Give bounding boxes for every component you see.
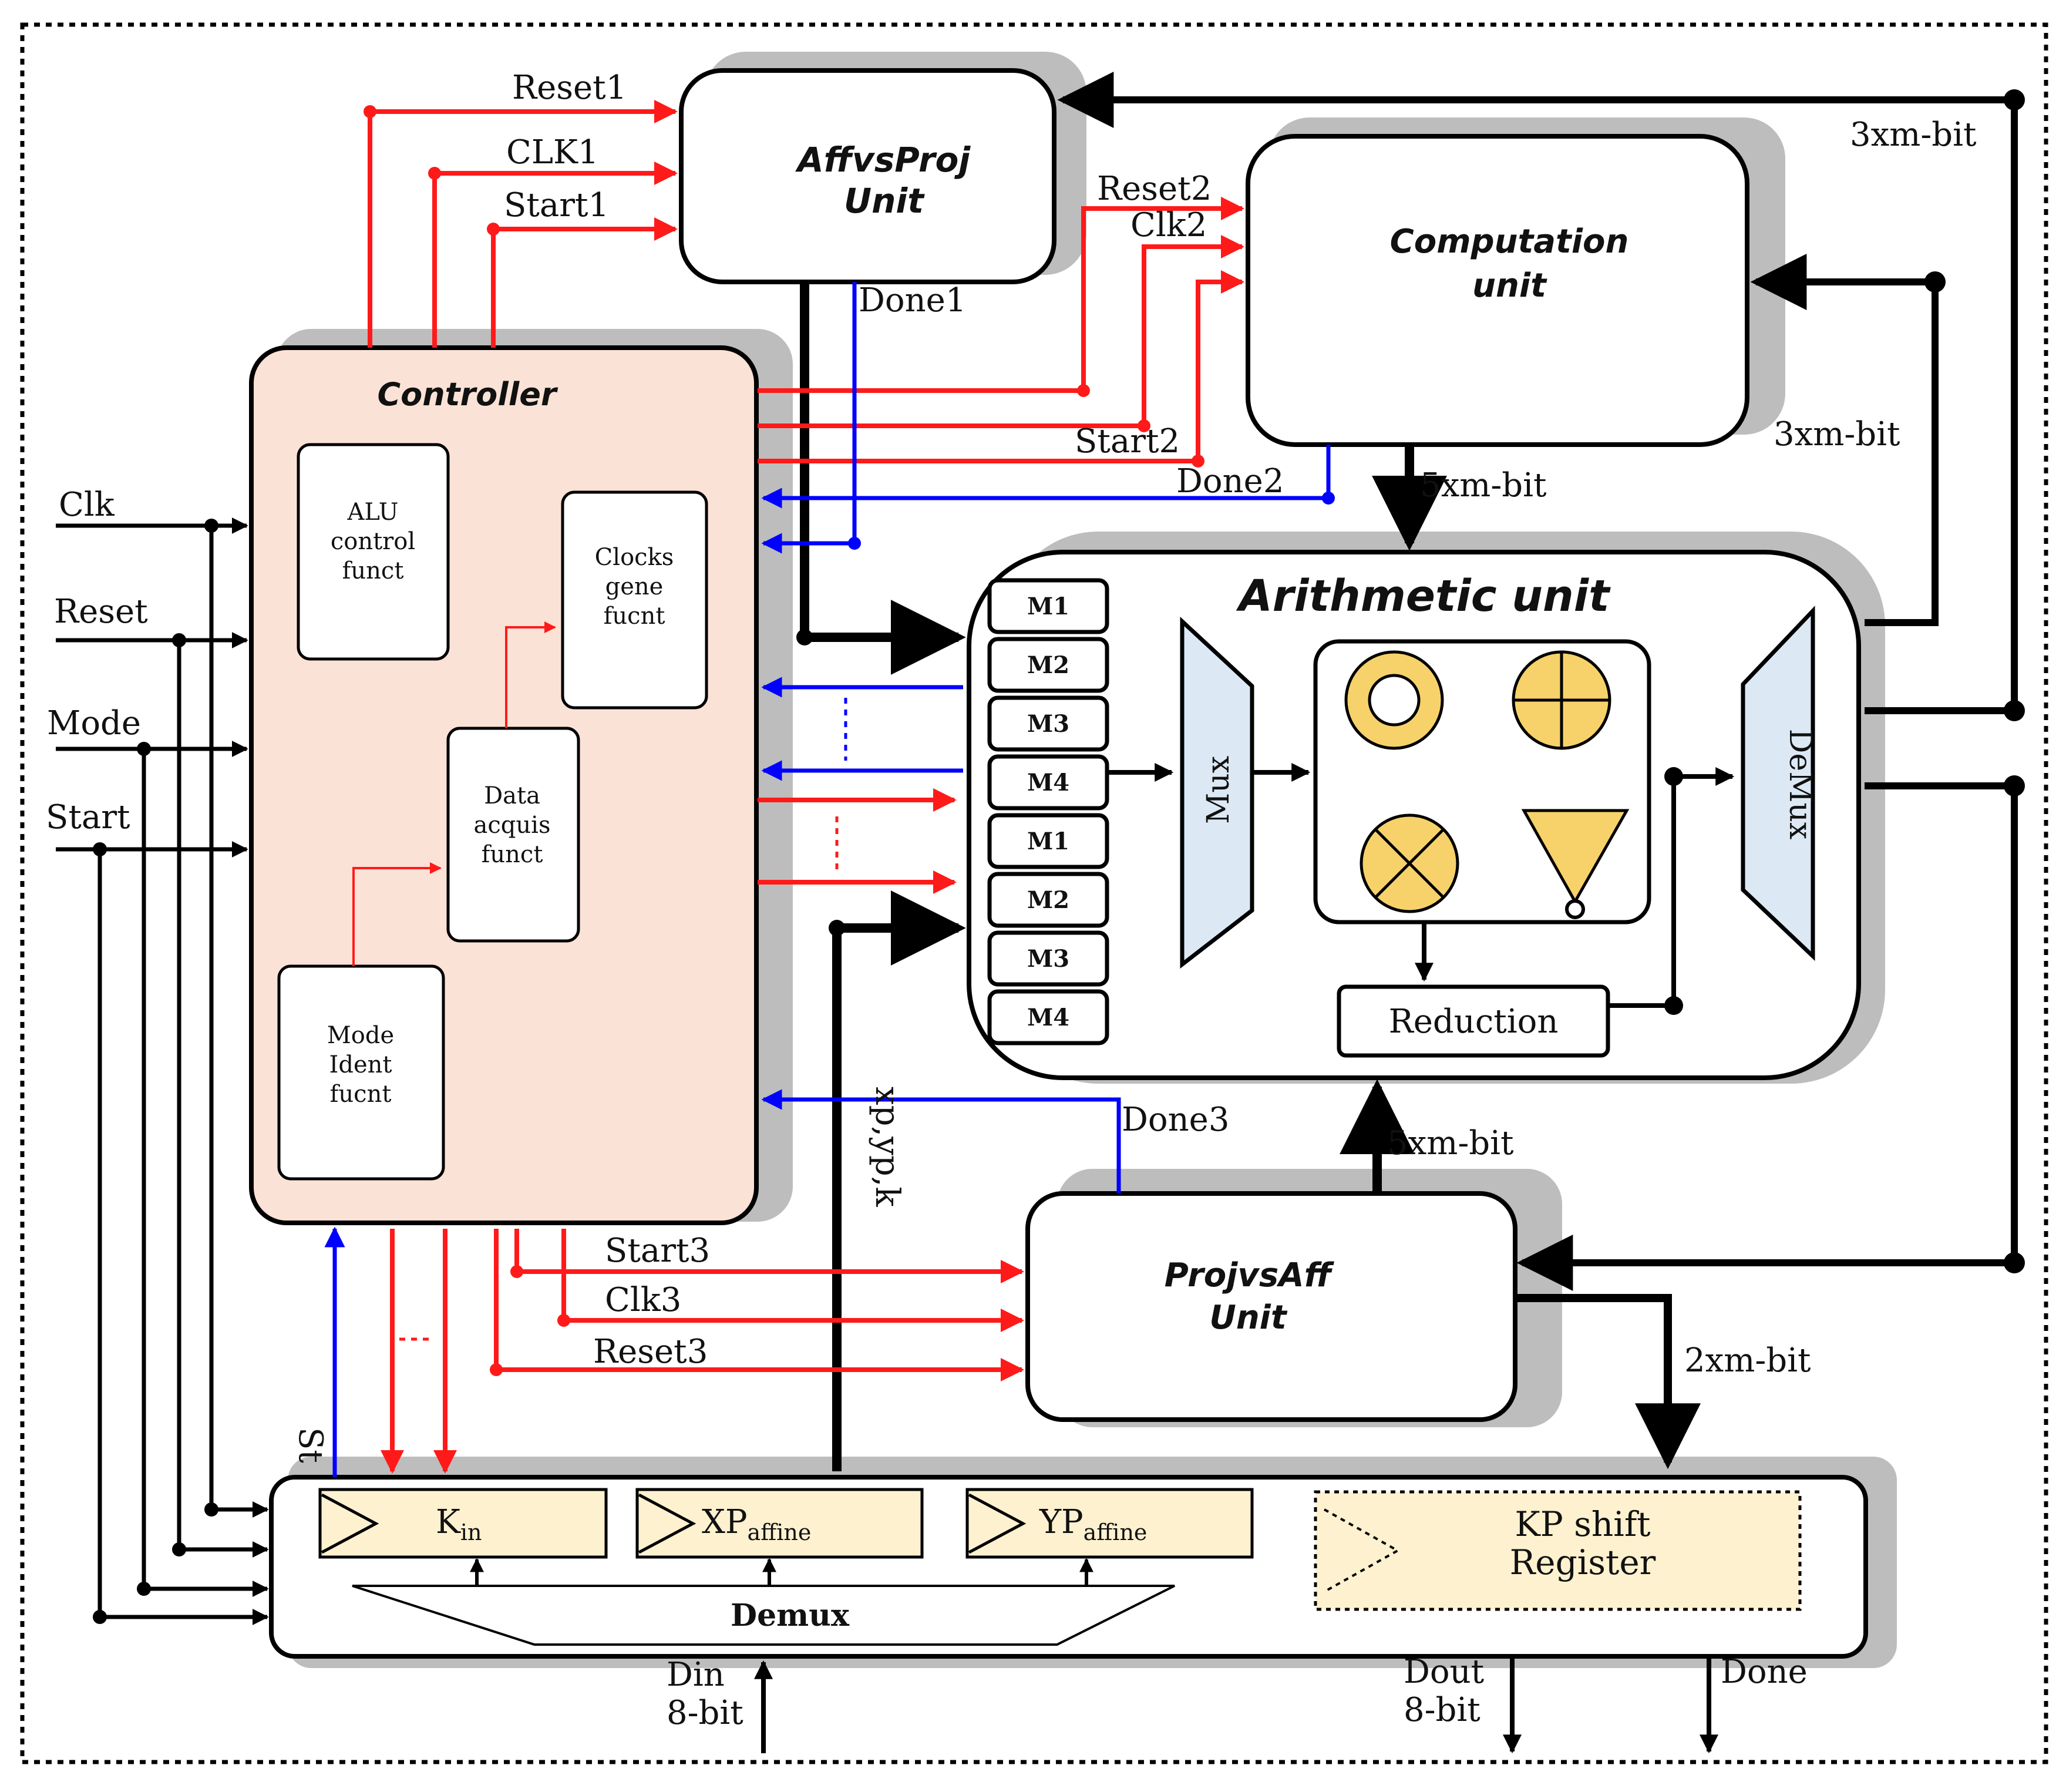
- reduction-block: [1337, 984, 1610, 1058]
- affvsproj-title-1: AffvsProj: [795, 140, 971, 180]
- clk3-label: Clk3: [605, 1281, 681, 1319]
- demux-trapezoid: [1741, 606, 1815, 961]
- computation-title-1: Computation: [1390, 223, 1629, 261]
- blue-junctions: [848, 492, 1335, 550]
- register-label: M3: [1027, 945, 1069, 973]
- bus-3xm-top-label: 3xm-bit: [1850, 116, 1977, 154]
- clocks-line1: Clocks: [595, 544, 674, 571]
- register-label: M1: [1027, 828, 1069, 855]
- alu-line3: funct: [342, 557, 404, 584]
- mode-input-label: Mode: [47, 704, 141, 742]
- black-junctions: [93, 89, 2025, 1624]
- demux-arrows: [470, 1558, 1093, 1586]
- data-line3: funct: [482, 841, 543, 868]
- controller-internal-arrows: [352, 621, 556, 966]
- computation-title-2: unit: [1472, 267, 1547, 305]
- reduction-label: Reduction: [1389, 1003, 1559, 1041]
- affvsproj-unit: [679, 68, 1056, 284]
- kp-shift-line1: KP shift: [1515, 1504, 1650, 1544]
- demux-bottom-trapezoid: [352, 1585, 1175, 1646]
- xpypk-label: xp,yp,k: [868, 1087, 906, 1208]
- clk1-label: CLK1: [506, 133, 599, 172]
- register-label: M2: [1027, 651, 1069, 679]
- reset1-label: Reset1: [512, 69, 627, 107]
- yp-register: [965, 1488, 1254, 1559]
- mode-ident-block: [277, 964, 445, 1181]
- done-output-label: Done: [1721, 1653, 1808, 1691]
- projvsaff-title-1: ProjvsAff: [1165, 1256, 1335, 1295]
- done3-label: Done3: [1122, 1101, 1229, 1139]
- affvsproj-title-2: Unit: [844, 181, 925, 221]
- start-input-label: Start: [46, 798, 130, 836]
- reset2-label: Reset2: [1097, 170, 1212, 208]
- kin-label: Kin: [436, 1503, 482, 1545]
- alu-line2: control: [331, 528, 415, 555]
- bus-2xm-label: 2xm-bit: [1684, 1342, 1811, 1380]
- start3-label: Start3: [605, 1232, 710, 1270]
- mux-label: Mux: [1201, 756, 1236, 824]
- register-label: M3: [1027, 710, 1069, 738]
- computation-unit: [1246, 134, 1749, 447]
- alu-line1: ALU: [347, 499, 399, 526]
- data-line2: acquis: [474, 812, 551, 839]
- clocks-line3: fucnt: [604, 603, 665, 630]
- kp-shift-line2: Register: [1510, 1542, 1656, 1582]
- mode-line3: fucnt: [330, 1081, 392, 1108]
- xp-register: [635, 1488, 924, 1559]
- xp-label: XPaffine: [702, 1503, 811, 1545]
- cross-op-icon: [1360, 813, 1459, 913]
- register-label: M1: [1027, 593, 1069, 620]
- clk2-label: Clk2: [1130, 206, 1207, 244]
- circle-op-icon: [1344, 650, 1444, 750]
- mode-line1: Mode: [327, 1022, 394, 1049]
- mode-line2: Ident: [329, 1051, 392, 1078]
- reset-input-label: Reset: [54, 593, 148, 631]
- register-stack: [987, 578, 1109, 1045]
- din-width-label: 8-bit: [667, 1694, 743, 1732]
- bus-3xm-right-label: 3xm-bit: [1774, 415, 1900, 453]
- register-label: M4: [1027, 1004, 1069, 1031]
- done1-label: Done1: [859, 281, 966, 320]
- st-label: St: [291, 1427, 329, 1463]
- clk-input-label: Clk: [59, 486, 115, 524]
- clocks-line2: gene: [605, 573, 664, 600]
- din-label: Din: [667, 1656, 725, 1694]
- kin-register: [318, 1488, 608, 1559]
- red-dotted-markers: [399, 816, 839, 1341]
- plus-op-icon: [1512, 650, 1611, 750]
- clocks-gen-block: [561, 490, 708, 710]
- start1-label: Start1: [504, 186, 609, 224]
- bus-5xm-top-label: 5xm-bit: [1420, 466, 1547, 505]
- alu-control-block: [297, 443, 450, 661]
- data-acquis-block: [446, 727, 580, 943]
- arithmetic-title: Arithmetic unit: [1236, 571, 1611, 621]
- triangle-op-icon: [1521, 809, 1630, 919]
- reset3-label: Reset3: [593, 1333, 708, 1371]
- dout-label: Dout: [1404, 1653, 1485, 1691]
- data-line1: Data: [484, 782, 540, 809]
- outer-border: [20, 22, 2048, 1764]
- demux-right-label: DeMux: [1782, 729, 1818, 840]
- projvsaff-unit: [1025, 1191, 1517, 1422]
- red-junctions: [364, 105, 1204, 1376]
- demux-bottom-label: Demux: [731, 1598, 850, 1633]
- start2-label: Start2: [1075, 422, 1180, 460]
- register-label: M4: [1027, 769, 1069, 796]
- yp-label: YPaffine: [1039, 1503, 1147, 1545]
- done2-label: Done2: [1176, 462, 1284, 500]
- controller-title: Controller: [378, 376, 558, 413]
- dout-width-label: 8-bit: [1404, 1691, 1480, 1729]
- projvsaff-title-2: Unit: [1209, 1299, 1288, 1337]
- register-label: M2: [1027, 886, 1069, 914]
- bus-5xm-bottom-label: 5xm-bit: [1387, 1124, 1514, 1162]
- mux-trapezoid: [1180, 616, 1254, 969]
